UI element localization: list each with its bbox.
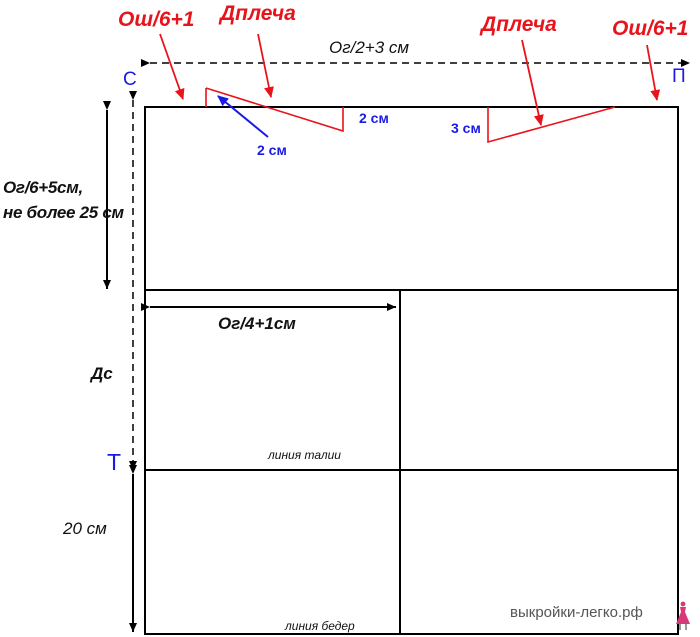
- label-armhole-line2: не более 25 см: [3, 203, 124, 222]
- dress-icon: [676, 601, 690, 630]
- label-og4: Ог/4+1см: [218, 314, 296, 333]
- dpl-right-arrow-icon: [521, 39, 544, 126]
- label-20cm: 20 см: [63, 519, 107, 538]
- label-hip-line: линия бедер: [285, 619, 355, 633]
- label-dpl-right: Дплеча: [481, 13, 557, 36]
- watermark: выкройки-легко.рф: [510, 604, 643, 621]
- label-width-top: Ог/2+3 см: [329, 38, 410, 57]
- dpl-left-arrow-icon: [257, 33, 274, 98]
- label-dpl-left: Дплеча: [220, 2, 296, 25]
- letter-p: П: [672, 66, 686, 87]
- osh-right-arrow-icon: [646, 44, 661, 101]
- label-cm2-bottom: 2 см: [257, 142, 287, 158]
- label-armhole-line1: Ог/6+5см,: [3, 178, 83, 197]
- label-waist-line: линия талии: [268, 448, 341, 462]
- pattern-outline: [144, 106, 679, 635]
- osh-left-arrow-icon: [159, 33, 185, 100]
- back-shoulder-outline: [205, 87, 344, 133]
- label-ds: Дс: [91, 364, 113, 383]
- front-shoulder-outline: [487, 106, 616, 144]
- label-osh-left: Ош/6+1: [118, 8, 195, 31]
- label-cm3: 3 см: [451, 120, 481, 136]
- label-osh-right: Ош/6+1: [612, 17, 689, 40]
- letter-t: Т: [107, 449, 122, 475]
- neck-depth-arrow-icon: [217, 95, 269, 138]
- label-cm2-right: 2 см: [359, 110, 389, 126]
- letter-s: С: [123, 69, 137, 90]
